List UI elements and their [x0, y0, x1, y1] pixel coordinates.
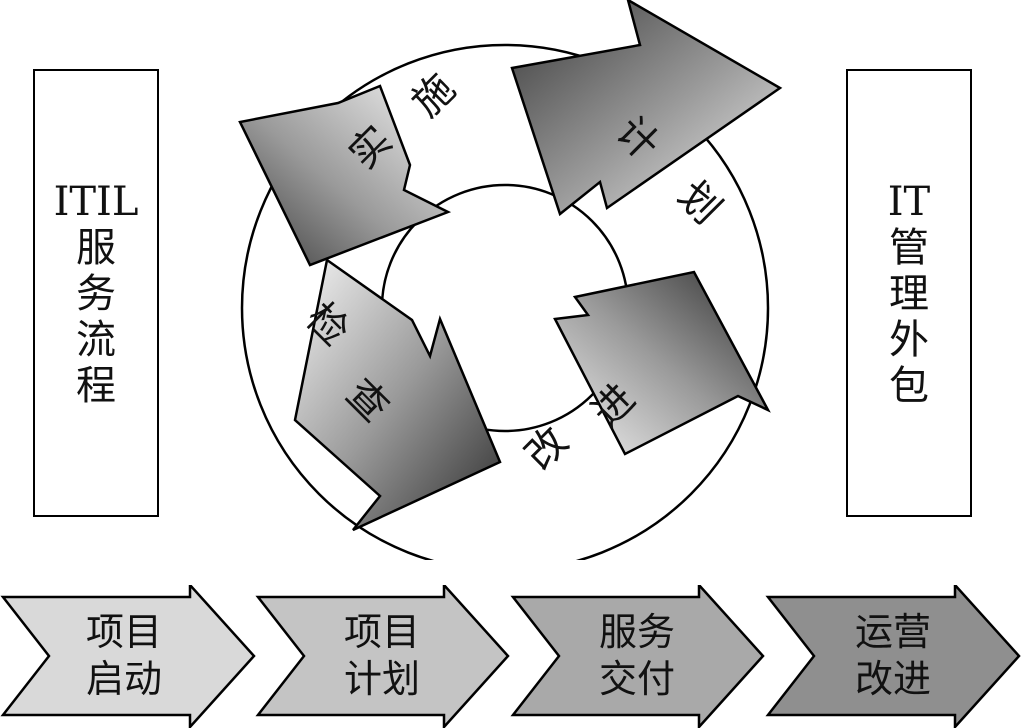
flow-step-3-shape	[510, 585, 765, 728]
check-arrow	[293, 257, 502, 532]
left-box-line-1: ITIL	[53, 179, 139, 225]
do-arrow	[238, 84, 452, 267]
flow-step-3-line1: 服务	[599, 610, 675, 654]
right-box-line-1: IT	[887, 179, 931, 225]
flow-step-3-line2: 交付	[599, 657, 675, 701]
it-outsourcing-box: IT 管 理 外 包	[846, 69, 972, 517]
flow-step-2-line1: 项目	[344, 610, 420, 654]
plan-arrow	[510, 0, 783, 217]
flow-step-4-line2: 改进	[855, 657, 931, 701]
flow-step-2-line2: 计划	[344, 657, 420, 701]
right-box-line-5: 包	[889, 363, 929, 409]
right-box-line-3: 理	[889, 271, 929, 317]
left-box-line-5: 程	[76, 363, 116, 409]
flow-step-1-shape	[0, 585, 256, 728]
cycle-diagram: 计 划 改 进 检 查 实 施	[238, 0, 783, 560]
left-box-line-4: 流	[76, 317, 116, 363]
right-box-line-2: 管	[889, 225, 929, 271]
left-box-line-3: 务	[76, 271, 116, 317]
flow-step-4: 运营 改进	[765, 585, 1021, 728]
right-box-line-4: 外	[889, 317, 929, 363]
flow-step-2: 项目 计划	[255, 585, 510, 728]
flow-step-4-line1: 运营	[855, 610, 931, 654]
flow-step-1-line2: 启动	[86, 657, 162, 701]
it-outsourcing-text: IT 管 理 外 包	[848, 179, 970, 409]
improve-arrow	[553, 270, 771, 456]
itil-process-text: ITIL 服 务 流 程	[35, 179, 157, 409]
flow-step-3: 服务 交付	[510, 585, 765, 728]
flow-step-1-line1: 项目	[86, 610, 162, 654]
process-flow: 项目 启动 项目 计划 服务 交付 运营 改进	[0, 585, 1021, 728]
itil-process-box: ITIL 服 务 流 程	[33, 69, 159, 517]
left-box-line-2: 服	[76, 225, 116, 271]
flow-step-2-shape	[255, 585, 510, 728]
flow-step-1: 项目 启动	[0, 585, 256, 728]
flow-step-4-shape	[765, 585, 1021, 728]
